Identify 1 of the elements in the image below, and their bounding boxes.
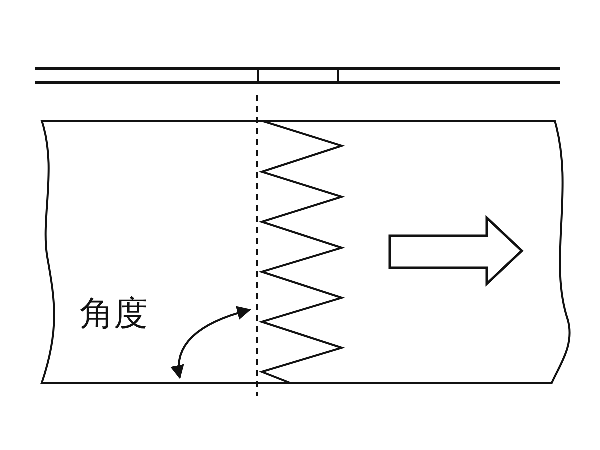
angle-label: 角度 [80,297,148,331]
